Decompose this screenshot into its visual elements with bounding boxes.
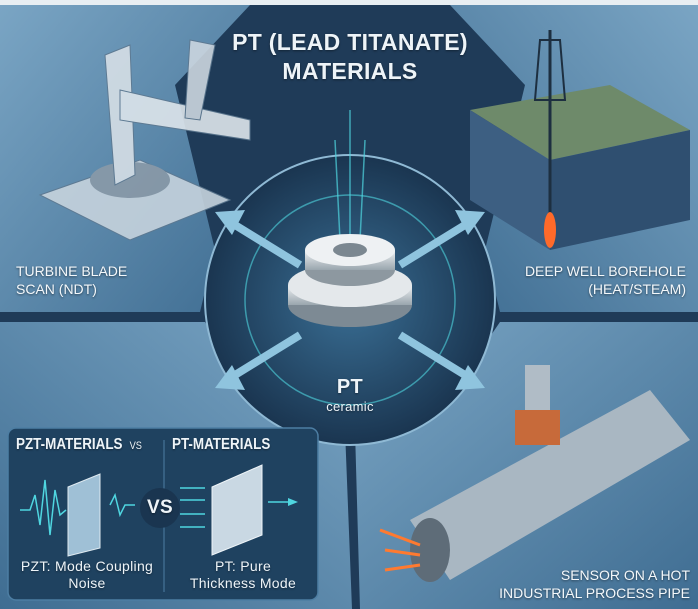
label-line: DEEP WELL BOREHOLE [524,263,686,279]
vs-badge-text: VS [147,497,173,518]
pt-plate-icon [211,464,263,556]
noise-wave-icon [20,479,67,536]
pt-header: PT-MATERIALS [172,436,271,453]
label-line: INDUSTRIAL PROCESS PIPE [499,585,690,601]
pt-ceramic-icon [288,234,412,327]
label-line: (HEAT/STEAM) [588,281,686,297]
caption-line: PZT: Mode Coupling [20,558,154,574]
label-deep-well: DEEP WELL BOREHOLE (HEAT/STEAM) [525,262,686,298]
label-process-pipe: SENSOR ON A HOT INDUSTRIAL PROCESS PIPE [499,566,690,602]
title-line-2: MATERIALS [282,58,418,84]
label-turbine-blade: TURBINE BLADE SCAN (NDT) [16,262,127,298]
vs-badge [140,488,180,528]
label-line: SCAN (NDT) [16,281,97,297]
page-title: PT (LEAD TITANATE) MATERIALS [180,28,520,86]
title-line-1: PT (LEAD TITANATE) [232,29,468,55]
pzt-plate-icon [67,473,101,557]
borehole-illustration [470,30,690,250]
wave-arrows-icon [180,487,298,528]
process-pipe-illustration [379,365,690,582]
pzt-caption: PZT: Mode Coupling Noise [12,558,162,592]
label-line: SENSOR ON A HOT [560,567,690,583]
label-line: TURBINE BLADE [16,263,128,279]
caption-line: Noise [68,575,106,591]
center-subtitle: ceramic [326,399,374,414]
center-label: PT ceramic [300,376,400,414]
arrows-icon [215,210,485,390]
pt-caption: PT: Pure Thickness Mode [168,558,318,592]
center-title: PT [336,376,364,398]
caption-line: Thickness Mode [189,575,297,591]
caption-line: PT: Pure [214,558,272,574]
pzt-header: PZT-MATERIALS VS [16,436,142,454]
pzt-header-text: PZT-MATERIALS [16,436,123,453]
turbine-blade-illustration [38,39,251,241]
vs-small: VS [129,440,142,452]
